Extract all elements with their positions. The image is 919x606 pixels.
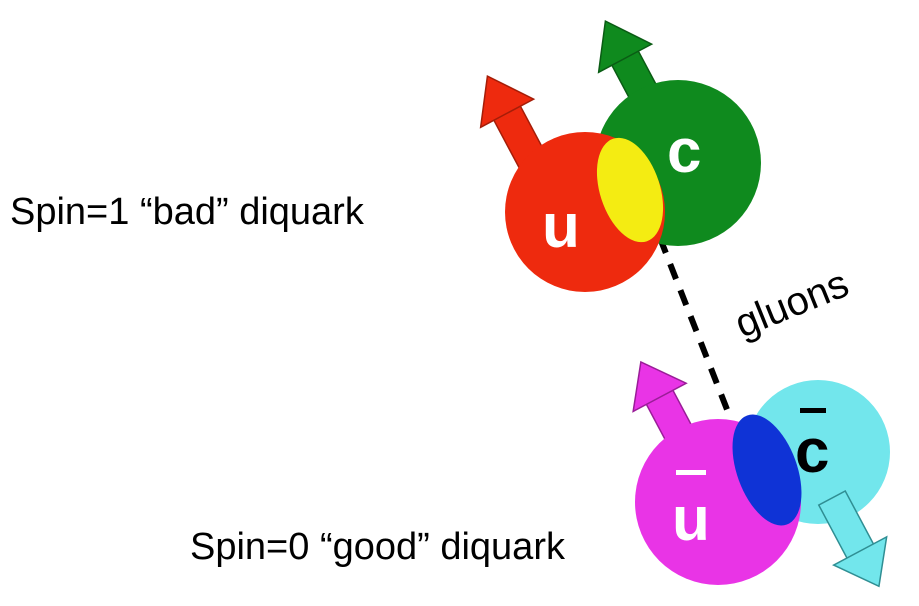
- ubar-quark-letter: u: [672, 485, 710, 554]
- bad-diquark-overlap: [596, 137, 664, 243]
- bad-diquark-label: Spin=1 “bad” diquark: [10, 191, 365, 233]
- ubar-antibar: [676, 470, 706, 475]
- good-diquark-label: Spin=0 “good” diquark: [190, 526, 566, 568]
- gluon-line: [657, 236, 731, 414]
- cbar-quark-spin-arrow: [817, 489, 888, 588]
- good-diquark-overlap: [732, 414, 802, 526]
- gluons-label: gluons: [729, 261, 855, 346]
- c-quark-letter: c: [667, 117, 701, 186]
- cbar-quark-letter: c: [795, 417, 829, 486]
- cbar-antibar: [800, 408, 826, 413]
- u-quark-letter: u: [542, 192, 580, 261]
